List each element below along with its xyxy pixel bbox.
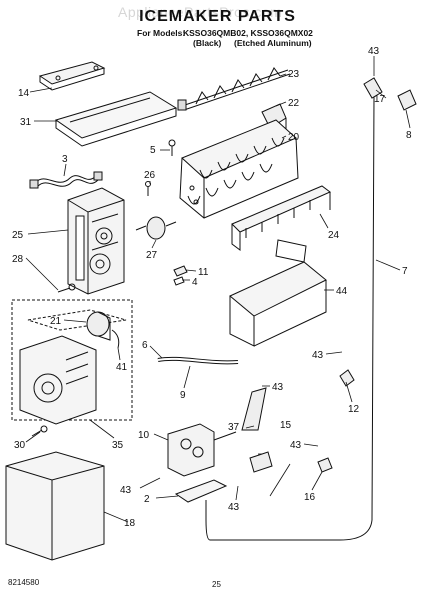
callout-8: 8 [406, 130, 412, 141]
part-30-screw[interactable] [31, 425, 48, 437]
callout-10: 10 [138, 430, 150, 441]
part-18-cover-box[interactable] [5, 451, 105, 561]
models-prefix: For Models: [137, 28, 186, 38]
callout-17: 17 [374, 94, 386, 105]
page-title: ICEMAKER PARTS [139, 8, 296, 25]
part-15-clamp[interactable] [249, 451, 273, 473]
callout-43-left: 43 [120, 485, 132, 496]
watermark: AppliancePartsPros.com [118, 4, 283, 20]
callout-9: 9 [180, 390, 186, 401]
part-28-screw[interactable] [57, 283, 76, 293]
models-list: KSSO36QMB02, KSSO36QMX02 [183, 28, 313, 38]
callout-35: 35 [112, 440, 124, 451]
part-31-cover[interactable] [54, 91, 178, 147]
part-37-bracket[interactable] [241, 387, 267, 431]
callout-6: 6 [142, 340, 148, 351]
callout-7: 7 [402, 266, 408, 277]
part-12-elbow[interactable] [339, 369, 355, 387]
part-10-water-valve[interactable] [167, 423, 237, 477]
callout-labels: 14 31 3 5 26 25 28 27 11 4 23 22 20 24 4… [12, 46, 412, 529]
callout-43-bottom: 43 [228, 502, 240, 513]
variant-aluminum: (Etched Aluminum) [234, 38, 312, 48]
part-8-cap[interactable] [397, 89, 417, 111]
part-35-assembly-box [11, 299, 133, 421]
callout-43-mid: 43 [272, 382, 284, 393]
part-21-motor[interactable] [86, 311, 111, 341]
callout-14: 14 [18, 88, 30, 99]
part-7-supply-tube[interactable] [205, 95, 375, 541]
callout-28: 28 [12, 254, 24, 265]
callout-15: 15 [280, 420, 292, 431]
callout-43-top: 43 [368, 46, 380, 57]
callout-16: 16 [304, 492, 316, 503]
callout-22: 22 [288, 98, 300, 109]
callout-4: 4 [192, 277, 198, 288]
callout-44: 44 [336, 286, 348, 297]
callout-37: 37 [228, 422, 240, 433]
part-4-clip[interactable] [173, 276, 185, 286]
doc-number: 8214580 [8, 578, 40, 587]
part-41-wire[interactable] [111, 329, 120, 349]
callout-3: 3 [62, 154, 68, 165]
callout-11: 11 [198, 267, 209, 278]
callout-31: 31 [20, 117, 32, 128]
part-25-housing[interactable] [67, 187, 125, 295]
part-3-wire-harness[interactable] [29, 171, 103, 189]
callout-24: 24 [328, 230, 340, 241]
part-26-screw[interactable] [145, 181, 151, 197]
leader-lines [25, 56, 411, 523]
part-5-screw[interactable] [168, 139, 176, 156]
part-11-grommet[interactable] [173, 265, 188, 277]
part-6-fill-tube[interactable] [157, 356, 239, 365]
callout-12: 12 [348, 404, 360, 415]
part-17-fitting[interactable] [363, 77, 383, 99]
callout-23: 23 [288, 69, 300, 80]
callout-30: 30 [14, 440, 26, 451]
part-27-thermostat[interactable] [135, 216, 177, 240]
part-16-clamp[interactable] [317, 457, 333, 473]
part-23-ejector[interactable] [177, 67, 291, 111]
callout-43-right: 43 [312, 350, 324, 361]
callout-27: 27 [146, 250, 158, 261]
callout-2: 2 [144, 494, 150, 505]
callout-18: 18 [124, 518, 136, 529]
part-14-bracket[interactable] [38, 61, 106, 91]
part-20-mold[interactable] [179, 119, 299, 219]
part-24-rack[interactable] [231, 185, 331, 251]
callout-43-lower: 43 [290, 440, 302, 451]
callout-5: 5 [150, 145, 156, 156]
part-2-bracket[interactable] [174, 479, 228, 503]
callout-20: 20 [288, 132, 300, 143]
callout-26: 26 [144, 170, 156, 181]
callout-21: 21 [50, 316, 62, 327]
part-44-tray[interactable] [229, 239, 327, 347]
variant-black: (Black) [193, 38, 222, 48]
part-35-motor-plate[interactable] [19, 335, 97, 425]
callout-41: 41 [116, 362, 128, 373]
callout-25: 25 [12, 230, 24, 241]
page-number: 25 [212, 580, 221, 589]
